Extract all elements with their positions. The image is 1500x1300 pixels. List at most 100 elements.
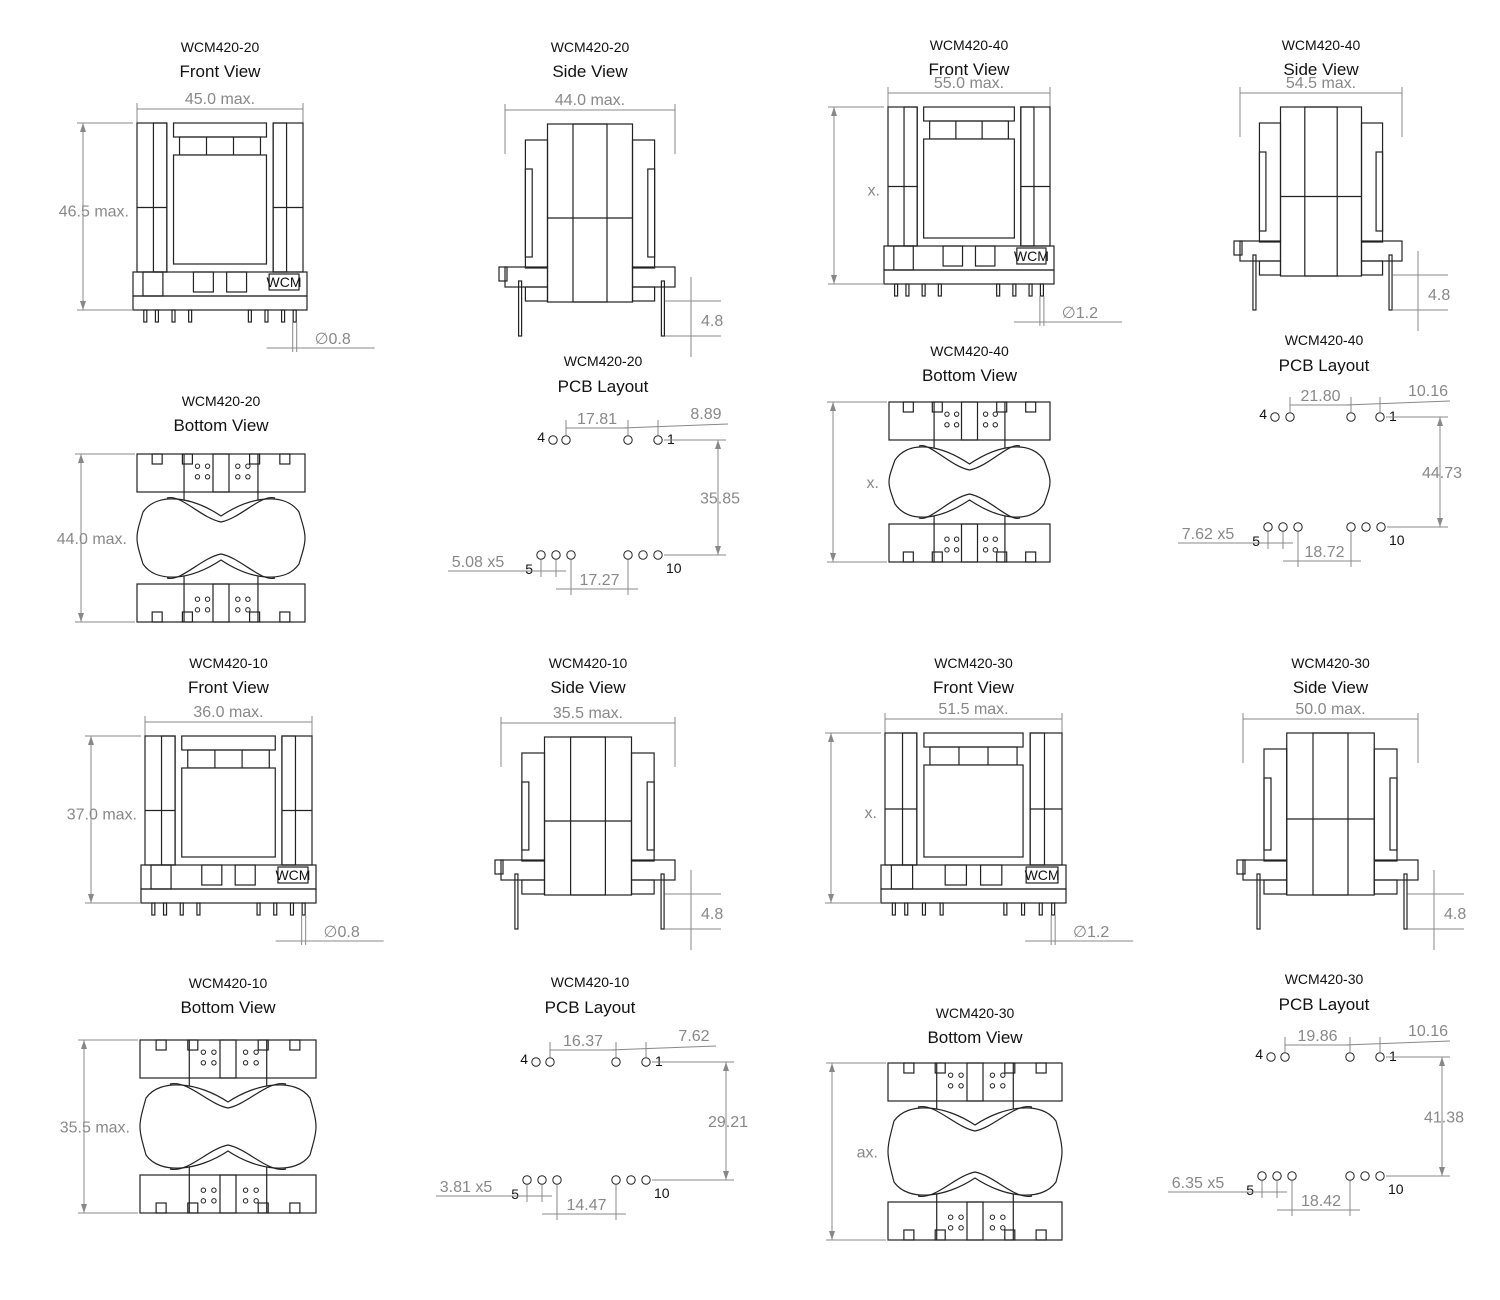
pad-circle — [992, 547, 998, 553]
pad-circle — [561, 435, 571, 445]
pad-circle — [953, 411, 960, 417]
pin-diameter: ∅1.2 — [1062, 305, 1098, 322]
pad-circle — [626, 1175, 636, 1185]
pad-circle — [253, 1198, 259, 1204]
logo-box — [268, 273, 300, 291]
pad-circle — [641, 1057, 651, 1067]
pin-number-4: 4 — [1259, 406, 1267, 422]
pad-circle — [958, 1083, 964, 1089]
pin-number-5: 5 — [1246, 1182, 1254, 1198]
logo-box — [1025, 866, 1059, 884]
pin-number-1: 1 — [1389, 1048, 1397, 1064]
pad-circle — [253, 1049, 259, 1055]
pin-diameter: ∅0.8 — [324, 924, 360, 941]
pad-circle — [245, 596, 251, 602]
pad-circle — [641, 1175, 651, 1185]
vertical-pitch-dimension: 35.85 — [700, 491, 740, 508]
top-pitch-dimension: 17.81 — [577, 411, 617, 428]
top-right-pitch-dimension: 7.62 — [678, 1028, 709, 1045]
pad-circle — [1266, 1052, 1276, 1062]
pad-circle — [552, 1175, 562, 1185]
pin-number-5: 5 — [525, 561, 533, 577]
height-dimension: 37.0 max. — [67, 807, 137, 824]
pad-circle — [211, 1060, 217, 1066]
view-title: Front View — [180, 62, 262, 81]
pad-circle — [1345, 1171, 1355, 1181]
pad-circle — [1263, 522, 1273, 532]
pad-circle — [242, 1060, 249, 1066]
pad-circle — [1285, 412, 1295, 422]
pad-circle — [245, 463, 251, 469]
pad-circle — [211, 1049, 217, 1055]
pad-circle — [204, 474, 211, 480]
pad-circle — [944, 547, 950, 553]
pin-number-5: 5 — [1252, 533, 1260, 549]
model-label: WCM420-30 — [936, 1005, 1015, 1021]
logo-box — [277, 866, 309, 884]
width-dimension: 36.0 max. — [193, 704, 263, 721]
width-dimension: 54.5 max. — [1286, 75, 1356, 92]
pad-circle — [1000, 1072, 1006, 1078]
pad-circle — [545, 1057, 555, 1067]
width-dimension: 55.0 max. — [934, 75, 1004, 92]
pad-circle — [989, 1225, 996, 1231]
pad-circle — [522, 1175, 532, 1185]
pad-circle — [992, 422, 998, 428]
view-title: Side View — [1283, 60, 1359, 79]
pad-circle — [1360, 1171, 1370, 1181]
pad-circle — [235, 607, 241, 613]
pad-circle — [638, 550, 648, 560]
model-label: WCM420-20 — [182, 393, 261, 409]
pad-circle — [242, 1198, 249, 1204]
pad-circle — [982, 547, 989, 553]
view-title: Front View — [929, 60, 1011, 79]
pad-circle — [235, 474, 241, 480]
pad-circle — [194, 607, 201, 613]
height-dimension: 35.5 max. — [60, 1120, 130, 1137]
model-label: WCM420-30 — [1291, 655, 1370, 671]
pad-circle — [551, 550, 561, 560]
height-dimension: ax. — [857, 1145, 878, 1162]
model-label: WCM420-20 — [564, 353, 643, 369]
view-title: PCB Layout — [545, 998, 636, 1017]
pad-circle — [1346, 522, 1356, 532]
pin-number-10: 10 — [1389, 532, 1405, 548]
pad-circle — [1345, 1052, 1355, 1062]
height-dimension: 46.5 max. — [59, 204, 129, 221]
core-outline — [887, 1107, 1063, 1196]
pad-circle — [200, 1049, 207, 1055]
logo-text: WCM — [1025, 867, 1060, 883]
pin-length-dimension: 4.8 — [701, 906, 723, 923]
pin-number-10: 10 — [1388, 1181, 1404, 1197]
pad-circle — [253, 1060, 259, 1066]
pad-circle — [1280, 1052, 1290, 1062]
width-dimension: 51.5 max. — [938, 701, 1008, 718]
top-pitch-dimension: 21.80 — [1300, 388, 1340, 405]
pad-circle — [953, 547, 960, 553]
pitch-dimension: 6.35 x5 — [1172, 1175, 1225, 1192]
pad-circle — [947, 1225, 954, 1231]
pad-circle — [611, 1175, 621, 1185]
view-title: Bottom View — [922, 366, 1018, 385]
pad-circle — [653, 435, 663, 445]
bottom-pitch-dimension: 18.72 — [1304, 544, 1344, 561]
pin-length-dimension: 4.8 — [1428, 287, 1450, 304]
pad-circle — [536, 550, 546, 560]
pad-circle — [947, 1072, 954, 1078]
view-title: Front View — [933, 678, 1015, 697]
pin-number-5: 5 — [511, 1186, 519, 1202]
view-title: PCB Layout — [1279, 356, 1370, 375]
pad-circle — [1272, 1171, 1282, 1181]
pin-number-4: 4 — [537, 429, 545, 445]
pad-circle — [1375, 1052, 1385, 1062]
height-dimension: x. — [868, 183, 880, 200]
pad-circle — [982, 536, 989, 542]
